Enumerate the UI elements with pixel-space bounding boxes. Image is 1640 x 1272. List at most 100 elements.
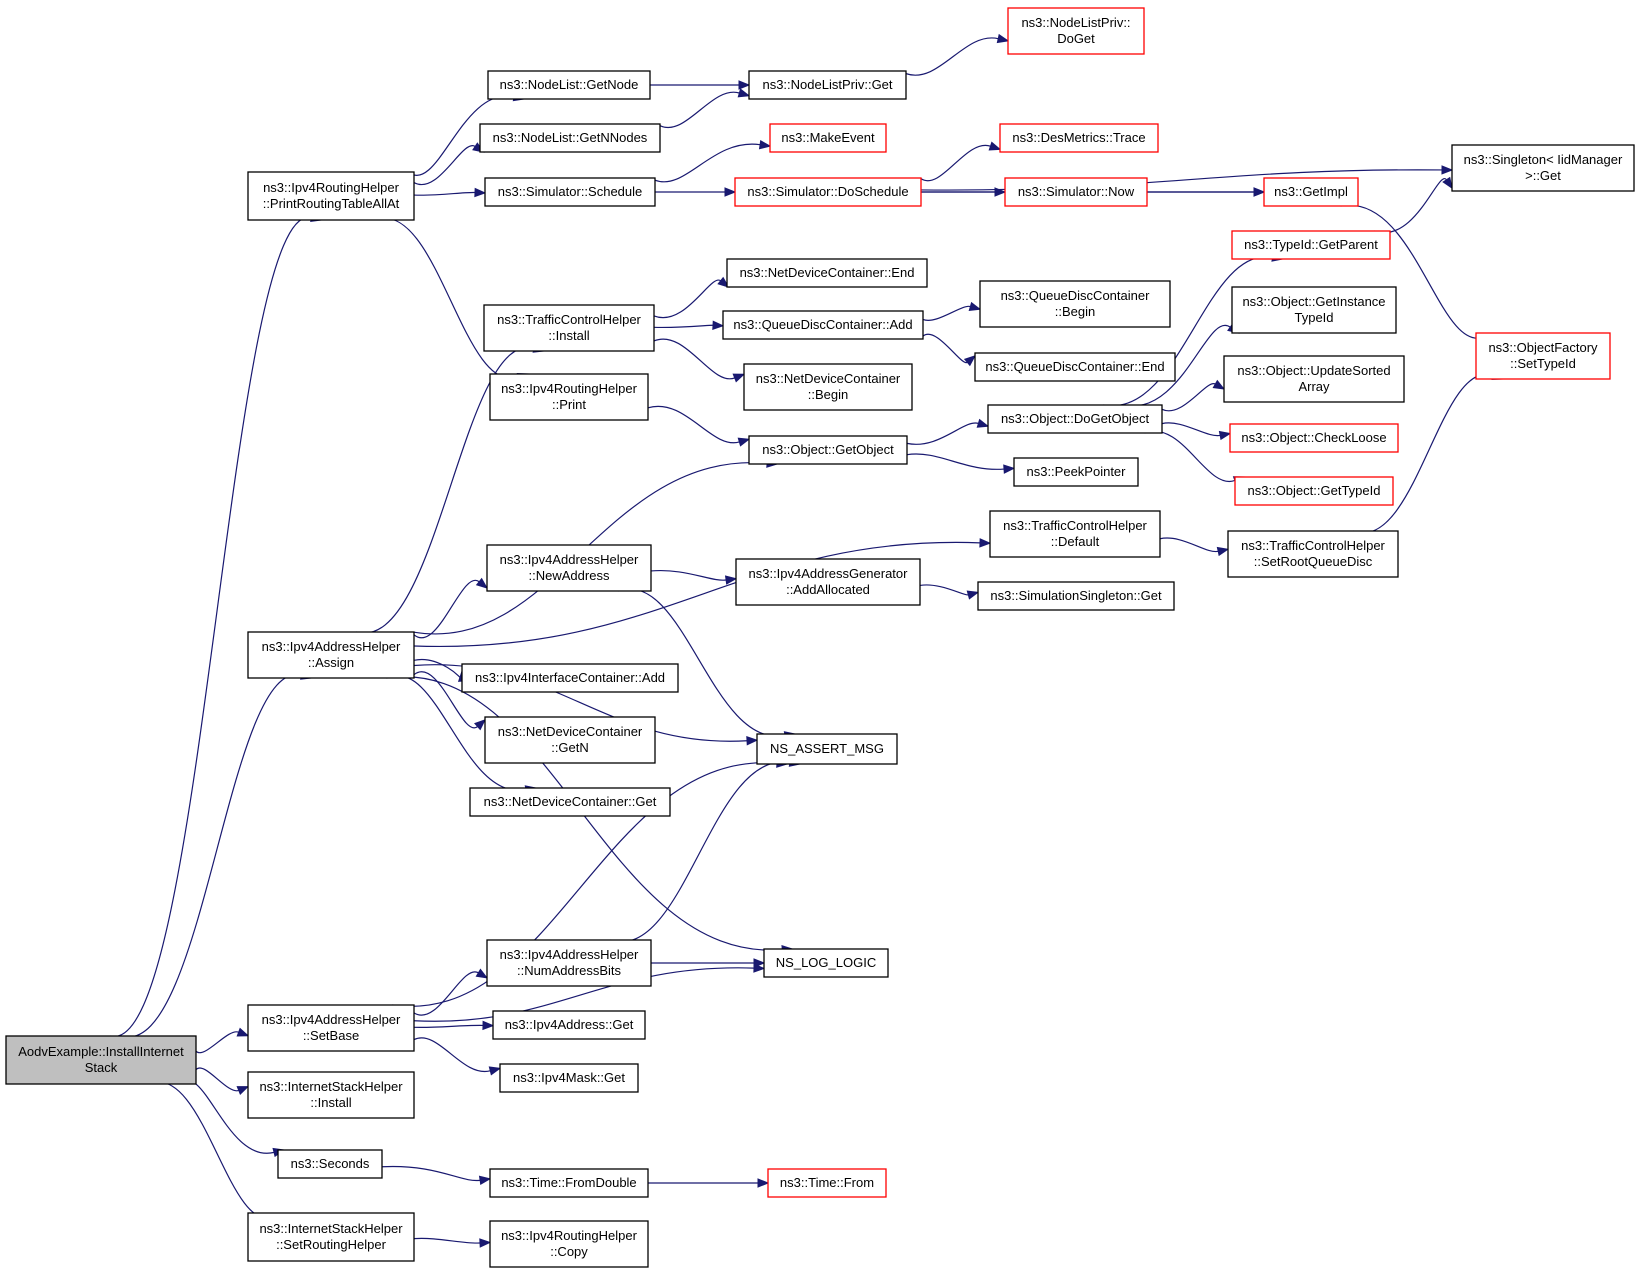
node-object_getobject[interactable]: ns3::Object::GetObject	[748, 435, 908, 465]
node-ns_log_logic[interactable]: NS_LOG_LOGIC	[763, 948, 889, 978]
node-box[interactable]	[277, 1149, 383, 1179]
node-ipv4ah_assign[interactable]: ns3::Ipv4AddressHelper::Assign	[247, 631, 415, 679]
node-box[interactable]	[734, 177, 922, 207]
node-ndc_getn[interactable]: ns3::NetDeviceContainer::GetN	[484, 716, 656, 764]
node-box[interactable]	[484, 177, 656, 207]
node-seconds[interactable]: ns3::Seconds	[277, 1149, 383, 1179]
node-box[interactable]	[1234, 476, 1394, 506]
node-ndc_get[interactable]: ns3::NetDeviceContainer::Get	[469, 787, 671, 817]
node-box[interactable]	[979, 280, 1171, 328]
node-box[interactable]	[486, 544, 652, 592]
node-ipv4mask_get[interactable]: ns3::Ipv4Mask::Get	[499, 1063, 639, 1093]
node-box[interactable]	[1223, 355, 1405, 403]
node-box[interactable]	[735, 558, 921, 606]
node-tch_setrootqueuedisc[interactable]: ns3::TrafficControlHelper::SetRootQueueD…	[1227, 530, 1399, 578]
node-makeevent[interactable]: ns3::MakeEvent	[769, 123, 887, 153]
node-box[interactable]	[5, 1035, 197, 1085]
node-box[interactable]	[479, 123, 661, 153]
node-box[interactable]	[989, 510, 1161, 558]
node-box[interactable]	[486, 939, 652, 987]
node-ipv4ag_addallocated[interactable]: ns3::Ipv4AddressGenerator::AddAllocated	[735, 558, 921, 606]
node-singleton_iidmanager_get[interactable]: ns3::Singleton< IidManager >::Get	[1451, 144, 1635, 192]
node-box[interactable]	[974, 352, 1176, 382]
node-ipv4ah_numaddrbits[interactable]: ns3::Ipv4AddressHelper::NumAddressBits	[486, 939, 652, 987]
node-object_gettypeid[interactable]: ns3::Object::GetTypeId	[1234, 476, 1394, 506]
node-nodelistpriv_doget[interactable]: ns3::NodeListPriv::DoGet	[1007, 7, 1145, 55]
node-box[interactable]	[1007, 7, 1145, 55]
node-nodelistpriv_get[interactable]: ns3::NodeListPriv::Get	[748, 70, 907, 100]
node-ipv4ah_newaddress[interactable]: ns3::Ipv4AddressHelper::NewAddress	[486, 544, 652, 592]
node-qdc_begin[interactable]: ns3::QueueDiscContainer::Begin	[979, 280, 1171, 328]
node-box[interactable]	[1227, 530, 1399, 578]
node-ipv4rh_printall[interactable]: ns3::Ipv4RoutingHelper::PrintRoutingTabl…	[247, 171, 415, 221]
node-peekpointer[interactable]: ns3::PeekPointer	[1013, 457, 1139, 487]
node-box[interactable]	[247, 1004, 415, 1052]
node-box[interactable]	[1263, 177, 1359, 207]
node-tch_install[interactable]: ns3::TrafficControlHelper::Install	[483, 304, 655, 352]
node-ish_install[interactable]: ns3::InternetStackHelper::Install	[247, 1071, 415, 1119]
node-box[interactable]	[987, 404, 1163, 434]
node-box[interactable]	[748, 435, 908, 465]
node-box[interactable]	[999, 123, 1159, 153]
node-sim_doschedule[interactable]: ns3::Simulator::DoSchedule	[734, 177, 922, 207]
node-box[interactable]	[1451, 144, 1635, 192]
node-box[interactable]	[489, 1220, 649, 1268]
node-objectfactory_settypeid[interactable]: ns3::ObjectFactory::SetTypeId	[1475, 332, 1611, 380]
node-tch_default[interactable]: ns3::TrafficControlHelper::Default	[989, 510, 1161, 558]
node-box[interactable]	[461, 663, 679, 693]
node-box[interactable]	[977, 581, 1175, 611]
node-box[interactable]	[247, 171, 415, 221]
node-qdc_add[interactable]: ns3::QueueDiscContainer::Add	[722, 310, 924, 340]
node-box[interactable]	[489, 1168, 649, 1198]
node-box[interactable]	[726, 258, 928, 288]
node-box[interactable]	[1004, 177, 1148, 207]
node-typeid_getparent[interactable]: ns3::TypeId::GetParent	[1231, 230, 1391, 260]
node-simsingleton_get[interactable]: ns3::SimulationSingleton::Get	[977, 581, 1175, 611]
node-object_checkloose[interactable]: ns3::Object::CheckLoose	[1229, 423, 1399, 453]
node-ndc_begin[interactable]: ns3::NetDeviceContainer::Begin	[743, 363, 913, 411]
node-box[interactable]	[1229, 423, 1399, 453]
node-desmetrics_trace[interactable]: ns3::DesMetrics::Trace	[999, 123, 1159, 153]
node-getimpl[interactable]: ns3::GetImpl	[1263, 177, 1359, 207]
node-qdc_end[interactable]: ns3::QueueDiscContainer::End	[974, 352, 1176, 382]
node-sim_now[interactable]: ns3::Simulator::Now	[1004, 177, 1148, 207]
node-ipv4addr_get[interactable]: ns3::Ipv4Address::Get	[492, 1010, 646, 1040]
node-ipv4ic_add[interactable]: ns3::Ipv4InterfaceContainer::Add	[461, 663, 679, 693]
node-box[interactable]	[492, 1010, 646, 1040]
node-ipv4ah_setbase[interactable]: ns3::Ipv4AddressHelper::SetBase	[247, 1004, 415, 1052]
node-box[interactable]	[1231, 230, 1391, 260]
node-box[interactable]	[769, 123, 887, 153]
node-box[interactable]	[487, 70, 651, 100]
node-nodelist_getnnodes[interactable]: ns3::NodeList::GetNNodes	[479, 123, 661, 153]
node-box[interactable]	[483, 304, 655, 352]
node-ndc_end[interactable]: ns3::NetDeviceContainer::End	[726, 258, 928, 288]
node-box[interactable]	[763, 948, 889, 978]
node-box[interactable]	[247, 1071, 415, 1119]
node-object_dogetobject[interactable]: ns3::Object::DoGetObject	[987, 404, 1163, 434]
node-box[interactable]	[748, 70, 907, 100]
node-box[interactable]	[756, 733, 898, 765]
node-nodelist_getnode[interactable]: ns3::NodeList::GetNode	[487, 70, 651, 100]
node-ipv4rh_copy[interactable]: ns3::Ipv4RoutingHelper::Copy	[489, 1220, 649, 1268]
node-box[interactable]	[722, 310, 924, 340]
node-sim_schedule[interactable]: ns3::Simulator::Schedule	[484, 177, 656, 207]
node-box[interactable]	[469, 787, 671, 817]
node-box[interactable]	[484, 716, 656, 764]
node-box[interactable]	[247, 631, 415, 679]
node-box[interactable]	[1475, 332, 1611, 380]
node-time_from[interactable]: ns3::Time::From	[767, 1168, 887, 1198]
node-box[interactable]	[767, 1168, 887, 1198]
node-box[interactable]	[499, 1063, 639, 1093]
node-ish_setrouting[interactable]: ns3::InternetStackHelper::SetRoutingHelp…	[247, 1212, 415, 1262]
node-box[interactable]	[743, 363, 913, 411]
node-box[interactable]	[489, 373, 649, 421]
node-box[interactable]	[1013, 457, 1139, 487]
node-box[interactable]	[1231, 286, 1397, 334]
node-ns_assert_msg[interactable]: NS_ASSERT_MSG	[756, 733, 898, 765]
node-time_fromdouble[interactable]: ns3::Time::FromDouble	[489, 1168, 649, 1198]
node-box[interactable]	[247, 1212, 415, 1262]
node-ipv4rh_print[interactable]: ns3::Ipv4RoutingHelper::Print	[489, 373, 649, 421]
